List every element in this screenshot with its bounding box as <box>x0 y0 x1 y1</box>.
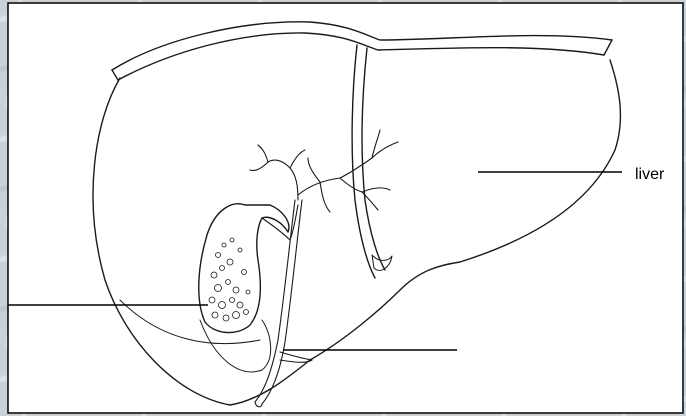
liver-label: liver <box>635 166 664 184</box>
panel-background <box>8 3 683 413</box>
